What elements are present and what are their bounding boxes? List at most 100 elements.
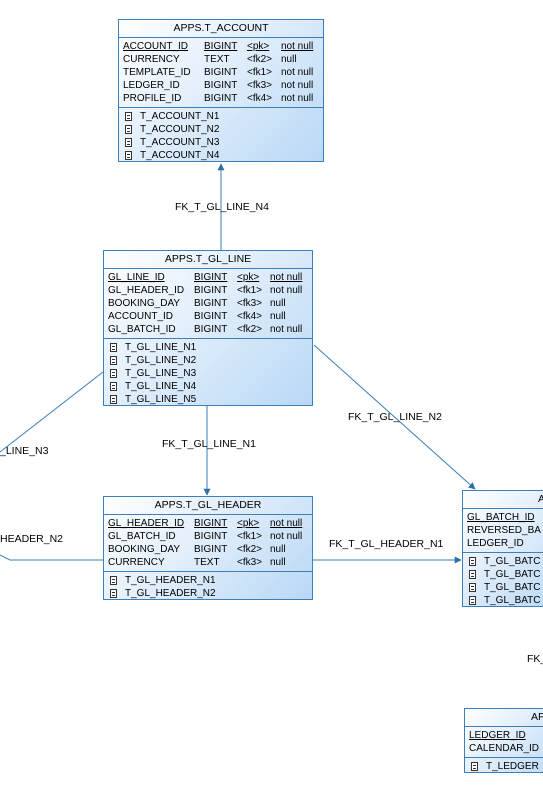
column-type: BIGINT — [194, 272, 228, 283]
column-name: GL_BATCH_ID — [467, 512, 535, 523]
index-row[interactable]: T_GL_LINE_N2 — [110, 354, 312, 367]
column-nullable: null — [281, 54, 297, 65]
column-row[interactable]: TEMPLATE_ID BIGINT <fk1> not null — [123, 66, 323, 79]
column-name: CURRENCY — [108, 557, 165, 568]
index-name: T_GL_LINE_N5 — [125, 394, 197, 405]
index-icon — [125, 125, 132, 134]
column-row[interactable]: LEDGER_ID — [469, 729, 543, 742]
index-icon — [110, 589, 117, 598]
column-row[interactable]: LEDGER_ID — [467, 537, 543, 550]
column-row[interactable]: PROFILE_ID BIGINT <fk4> not null — [123, 92, 323, 105]
column-key: <fk2> — [247, 54, 273, 65]
column-key: <fk4> — [247, 93, 273, 104]
column-row[interactable]: GL_LINE_ID BIGINT <pk> not null — [108, 271, 312, 284]
entity-title: AP — [465, 709, 543, 727]
label-fk-line-n4: FK_T_GL_LINE_N4 — [175, 201, 269, 213]
column-nullable: not null — [281, 80, 314, 91]
index-row[interactable]: T_GL_LINE_N3 — [110, 367, 312, 380]
label-fk-line-n3: _LINE_N3 — [0, 445, 49, 457]
column-nullable: null — [270, 544, 286, 555]
column-nullable: null — [270, 311, 286, 322]
column-row[interactable]: ACCOUNT_ID BIGINT <pk> not null — [123, 40, 323, 53]
column-row[interactable]: GL_HEADER_ID BIGINT <fk1> not null — [108, 284, 312, 297]
index-row[interactable]: T_ACCOUNT_N2 — [125, 123, 323, 136]
column-row[interactable]: GL_BATCH_ID BIGINT <fk2> not null — [108, 323, 312, 336]
index-row[interactable]: T_GL_LINE_N5 — [110, 393, 312, 405]
column-key: <fk3> — [237, 298, 263, 309]
entity-gl-batch-partial[interactable]: A GL_BATCH_ID REVERSED_BA LEDGER_ID T_GL… — [462, 490, 543, 607]
index-icon — [110, 369, 117, 378]
column-row[interactable]: BOOKING_DAY BIGINT <fk3> null — [108, 297, 312, 310]
column-key: <fk3> — [247, 80, 273, 91]
index-row[interactable]: T_GL_BATC — [469, 555, 543, 568]
index-row[interactable]: T_LEDGER — [471, 760, 543, 772]
connector-fk-header-n2[interactable] — [0, 554, 103, 561]
index-name: T_GL_LINE_N2 — [125, 355, 197, 366]
index-icon — [469, 570, 476, 579]
index-row[interactable]: T_ACCOUNT_N4 — [125, 149, 323, 161]
index-name: T_GL_BATC — [484, 595, 541, 606]
column-type: BIGINT — [204, 80, 238, 91]
entity-title: A — [463, 491, 543, 509]
index-name: T_GL_LINE_N1 — [125, 342, 197, 353]
entity-t-account[interactable]: APPS.T_ACCOUNT ACCOUNT_ID BIGINT <pk> no… — [118, 19, 324, 162]
column-nullable: not null — [270, 531, 303, 542]
column-key: <fk1> — [247, 67, 273, 78]
label-fk-partial: FK_ — [527, 653, 543, 665]
column-row[interactable]: GL_BATCH_ID BIGINT <fk1> not null — [108, 530, 312, 543]
index-row[interactable]: T_ACCOUNT_N3 — [125, 136, 323, 149]
column-nullable: not null — [270, 324, 303, 335]
column-row[interactable]: ACCOUNT_ID BIGINT <fk4> null — [108, 310, 312, 323]
index-row[interactable]: T_GL_HEADER_N1 — [110, 574, 312, 587]
column-row[interactable]: BOOKING_DAY BIGINT <fk2> null — [108, 543, 312, 556]
column-type: BIGINT — [204, 41, 238, 52]
column-row[interactable]: CURRENCY TEXT <fk3> null — [108, 556, 312, 569]
index-icon — [125, 138, 132, 147]
index-name: T_ACCOUNT_N4 — [140, 150, 220, 161]
column-list: GL_LINE_ID BIGINT <pk> not null GL_HEADE… — [104, 269, 312, 339]
index-row[interactable]: T_GL_BATC — [469, 594, 543, 606]
index-list: T_GL_HEADER_N1 T_GL_HEADER_N2 — [104, 572, 312, 599]
index-row[interactable]: T_GL_BATC — [469, 568, 543, 581]
column-type: BIGINT — [194, 531, 228, 542]
entity-ledger-partial[interactable]: AP LEDGER_ID CALENDAR_ID T_LEDGER — [464, 708, 543, 773]
index-row[interactable]: T_GL_LINE_N4 — [110, 380, 312, 393]
index-list: T_LEDGER — [465, 758, 543, 772]
label-fk-line-n1: FK_T_GL_LINE_N1 — [162, 438, 256, 450]
column-row[interactable]: LEDGER_ID BIGINT <fk3> not null — [123, 79, 323, 92]
label-fk-header-n2: HEADER_N2 — [0, 533, 64, 545]
index-name: T_ACCOUNT_N2 — [140, 124, 220, 135]
entity-title: APPS.T_ACCOUNT — [119, 20, 323, 38]
column-nullable: null — [270, 557, 286, 568]
column-name: GL_HEADER_ID — [108, 285, 185, 296]
column-type: TEXT — [194, 557, 220, 568]
column-key: <fk1> — [237, 285, 263, 296]
index-row[interactable]: T_GL_LINE_N1 — [110, 341, 312, 354]
column-type: BIGINT — [194, 324, 228, 335]
connector-fk-line-n3[interactable] — [0, 371, 104, 453]
index-row[interactable]: T_GL_BATC — [469, 581, 543, 594]
column-key: <fk2> — [237, 544, 263, 555]
column-name: LEDGER_ID — [123, 80, 180, 91]
column-key: <fk3> — [237, 557, 263, 568]
column-row[interactable]: REVERSED_BA — [467, 524, 543, 537]
index-row[interactable]: T_GL_HEADER_N2 — [110, 587, 312, 599]
column-row[interactable]: GL_HEADER_ID BIGINT <pk> not null — [108, 517, 312, 530]
column-row[interactable]: CURRENCY TEXT <fk2> null — [123, 53, 323, 66]
column-nullable: not null — [270, 285, 303, 296]
index-name: T_GL_HEADER_N1 — [125, 575, 216, 586]
column-type: BIGINT — [194, 311, 228, 322]
connector-fk-line-n2[interactable] — [313, 344, 476, 490]
index-icon — [471, 762, 478, 771]
index-row[interactable]: T_ACCOUNT_N1 — [125, 110, 323, 123]
entity-t-gl-line[interactable]: APPS.T_GL_LINE GL_LINE_ID BIGINT <pk> no… — [103, 250, 313, 406]
index-icon — [110, 356, 117, 365]
column-list: LEDGER_ID CALENDAR_ID — [465, 727, 543, 758]
column-row[interactable]: CALENDAR_ID — [469, 742, 543, 755]
index-list: T_GL_BATC T_GL_BATC T_GL_BATC T_GL_BATC — [463, 553, 543, 606]
index-icon — [469, 583, 476, 592]
column-row[interactable]: GL_BATCH_ID — [467, 511, 543, 524]
entity-t-gl-header[interactable]: APPS.T_GL_HEADER GL_HEADER_ID BIGINT <pk… — [103, 496, 313, 600]
index-name: T_GL_BATC — [484, 569, 541, 580]
